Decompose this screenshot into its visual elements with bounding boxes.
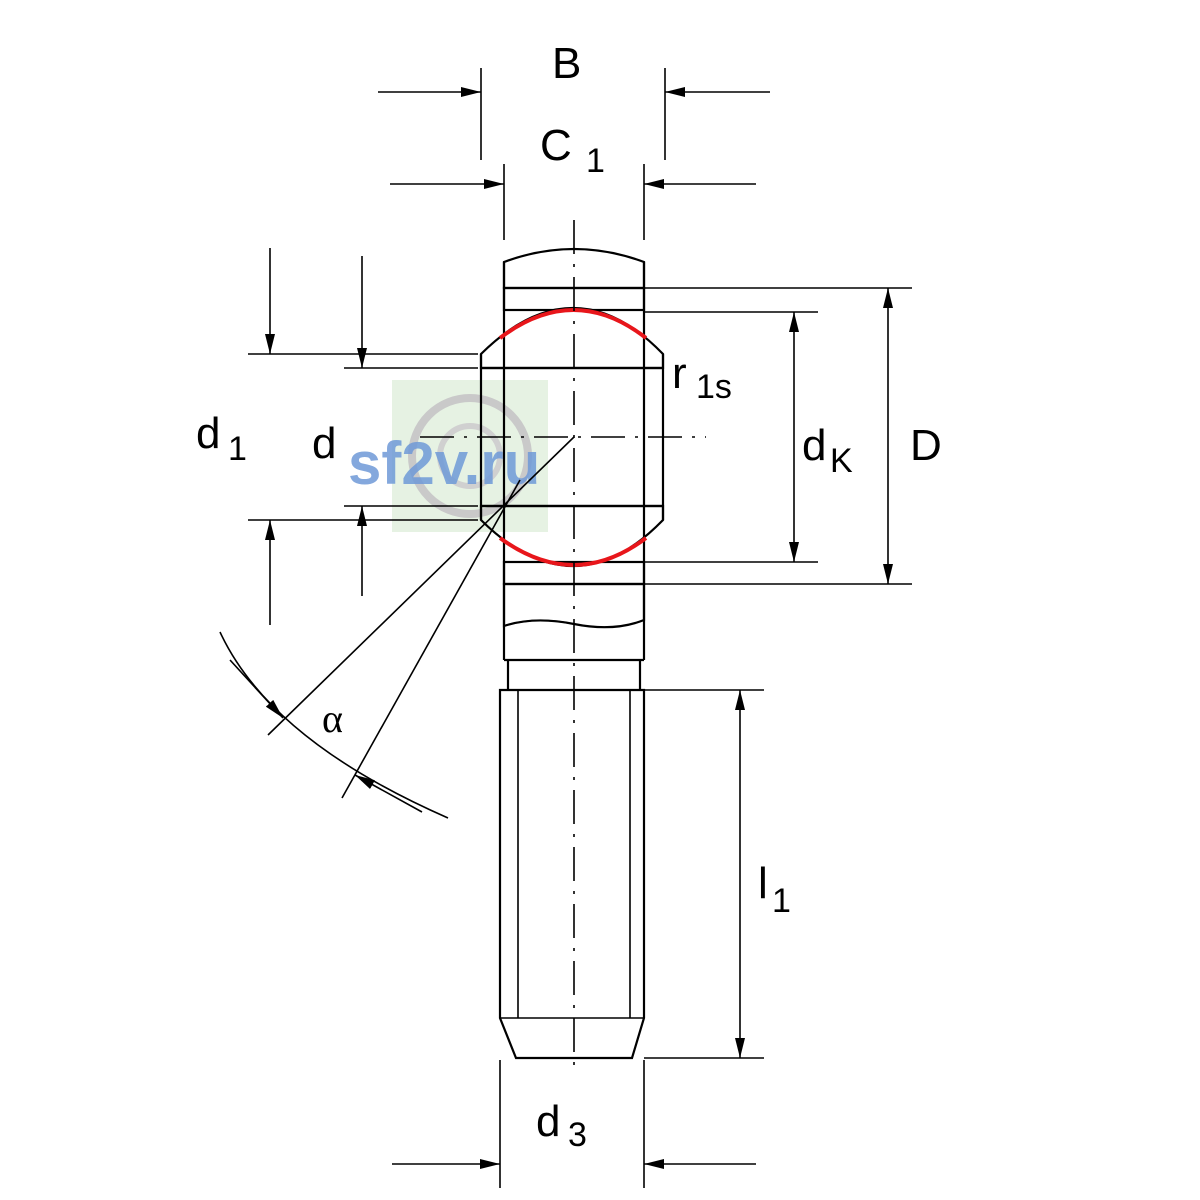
label-d3-subscript: 3	[568, 1116, 587, 1154]
alpha-ray-2	[341, 479, 521, 799]
label-D: D	[910, 421, 942, 470]
dimension-d1: d 1	[196, 248, 478, 625]
label-C1: C	[540, 121, 572, 170]
label-dK: d	[802, 421, 826, 470]
label-alpha: α	[322, 696, 343, 741]
dimension-alpha: α	[219, 436, 575, 819]
label-l1-subscript: 1	[772, 882, 791, 920]
housing-side-outline	[502, 262, 646, 660]
bearing-logo-inner-icon	[437, 423, 503, 489]
dimension-d: d	[312, 256, 478, 596]
dimension-l1: l 1	[644, 689, 791, 1059]
label-dK-subscript: K	[830, 442, 853, 480]
label-l1: l	[758, 859, 768, 908]
alpha-arc	[219, 631, 449, 819]
dimension-d3: d 3	[392, 1060, 756, 1188]
housing-neck	[504, 658, 644, 690]
alpha-arrow-1	[229, 659, 284, 719]
seal-top	[498, 308, 648, 340]
watermark: sf2v.ru	[348, 380, 548, 532]
dimension-B: B	[378, 39, 770, 160]
inner-ring-top	[479, 306, 665, 370]
thread-root-lines	[500, 690, 644, 1019]
dimension-C1: C 1	[390, 121, 756, 240]
label-B: B	[552, 39, 581, 88]
label-r1s-subscript: 1s	[696, 368, 732, 406]
label-d1: d	[196, 409, 220, 458]
bearing-logo-icon	[408, 394, 532, 518]
alpha-ray-1	[267, 436, 575, 736]
watermark-text: sf2v.ru	[348, 430, 540, 497]
dimension-r1s: r 1s	[672, 349, 732, 406]
label-d3: d	[536, 1097, 560, 1146]
shank-outline	[498, 688, 646, 1060]
label-d1-subscript: 1	[228, 430, 247, 468]
dimension-dK: d K	[644, 311, 853, 563]
threaded-shank	[498, 688, 646, 1060]
label-d: d	[312, 419, 336, 468]
label-r1s: r	[672, 349, 687, 398]
label-C1-subscript: 1	[586, 142, 605, 180]
dimension-D: D	[644, 287, 942, 585]
alpha-arrow-2	[354, 774, 423, 813]
